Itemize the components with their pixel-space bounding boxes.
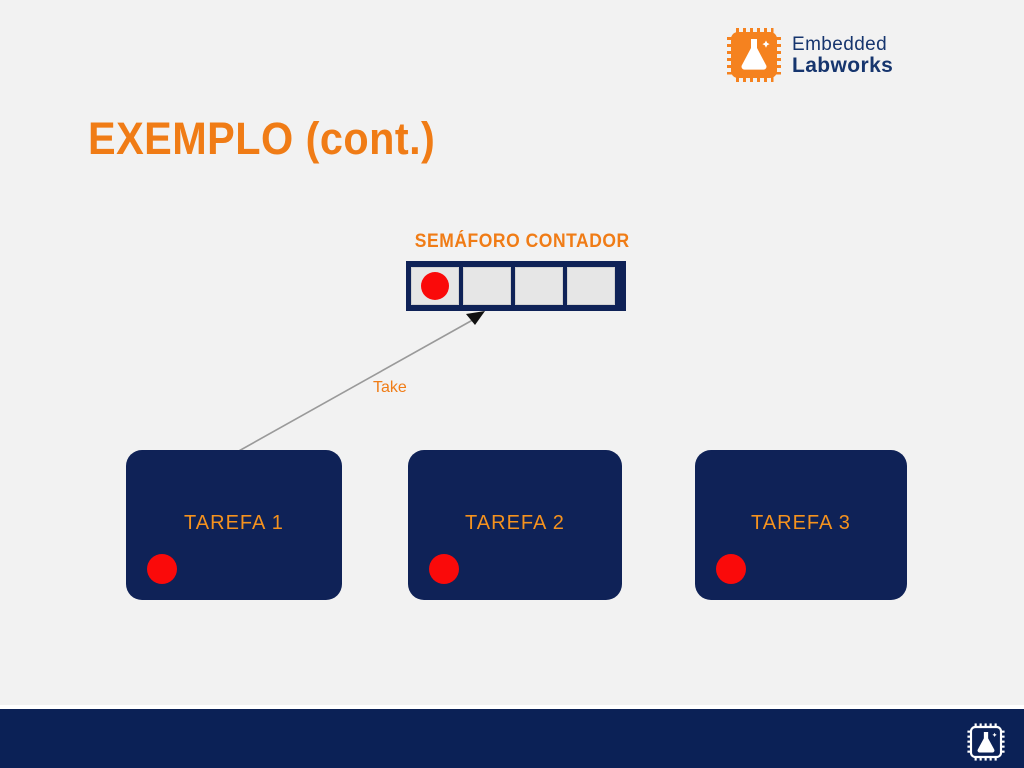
task-token — [716, 554, 746, 584]
take-arrow-label: Take — [373, 379, 407, 396]
task-label: TAREFA 2 — [465, 512, 565, 534]
semaphore-label: SEMÁFORO CONTADOR — [414, 231, 630, 252]
task-label: TAREFA 1 — [184, 512, 284, 534]
task-token — [147, 554, 177, 584]
footer-chip-flask-icon — [966, 722, 1006, 762]
semaphore-slot-4 — [567, 267, 615, 305]
semaphore-slot-3 — [515, 267, 563, 305]
footer-divider — [0, 705, 1024, 709]
brand-wordmark: Embedded Labworks — [792, 33, 893, 77]
semaphore-slot-2 — [463, 267, 511, 305]
page-title: EXEMPLO (cont.) — [88, 113, 436, 164]
chip-flask-icon — [726, 27, 782, 83]
footer-bar — [0, 709, 1024, 768]
task-label: TAREFA 3 — [751, 512, 851, 534]
task-box-tarefa-2[interactable]: TAREFA 2 — [408, 450, 622, 600]
semaphore-counter — [406, 261, 626, 311]
brand-line-labworks: Labworks — [792, 53, 894, 77]
semaphore-slot-1 — [411, 267, 459, 305]
brand-line-embedded: Embedded — [792, 34, 888, 55]
task-box-tarefa-3[interactable]: TAREFA 3 — [695, 450, 907, 600]
task-token — [429, 554, 459, 584]
task-box-tarefa-1[interactable]: TAREFA 1 — [126, 450, 342, 600]
brand-logo: Embedded Labworks — [726, 27, 893, 83]
semaphore-token — [421, 272, 449, 300]
